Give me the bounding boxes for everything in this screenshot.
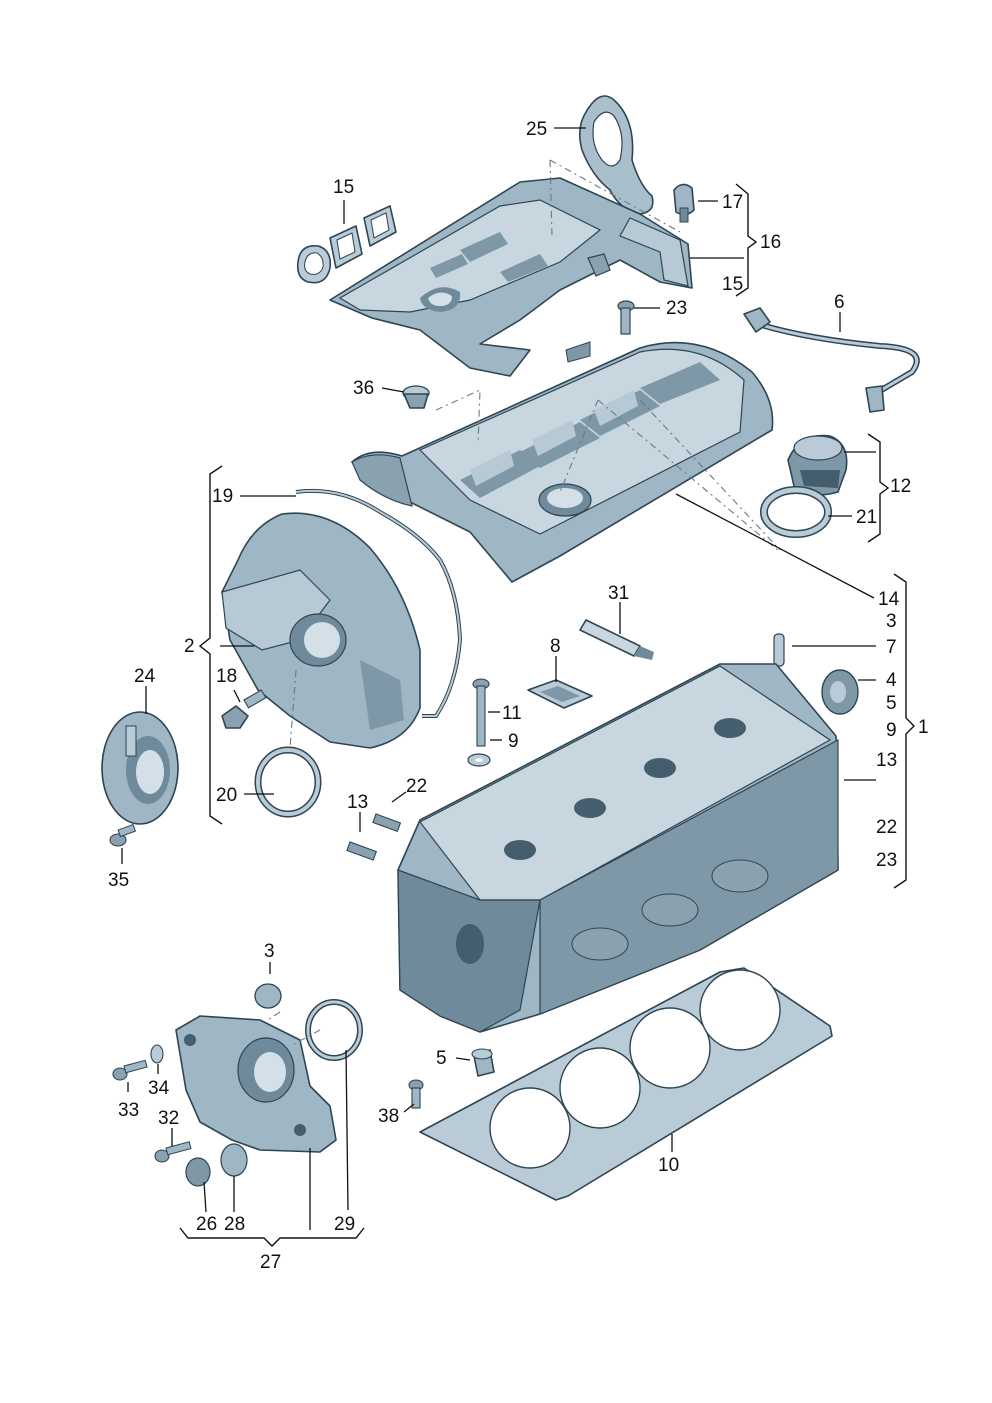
label-15-cover: 15 [722,274,743,295]
label-1: 1 [918,717,929,738]
part-38-bolt [408,1079,424,1109]
part-4-gear [821,669,859,715]
label-29: 29 [334,1214,355,1235]
label-3-lower: 3 [264,941,275,962]
part-31-sealant [579,619,654,660]
part-6-pipe [743,307,920,413]
label-13: 13 [347,792,368,813]
part-11-bolt [472,678,490,747]
part-8-plate [527,679,593,709]
label-27: 27 [260,1252,281,1273]
part-28-cap [220,1143,248,1177]
label-9: 9 [508,731,519,752]
label-10: 10 [658,1155,679,1176]
label-25: 25 [526,119,547,140]
part-labels: 25 15 17 16 15 23 6 36 12 21 19 14 3 31 … [108,119,929,1273]
label-24: 24 [134,666,156,687]
label-35: 35 [108,870,129,891]
label-17: 17 [722,192,743,213]
label-22-right: 22 [876,817,897,838]
label-2: 2 [184,636,195,657]
part-26-cap [185,1157,211,1187]
label-5-lower: 5 [436,1048,447,1069]
label-12: 12 [890,476,911,497]
label-8: 8 [550,636,561,657]
braces [179,183,915,1247]
part-17-cap [673,183,695,223]
part-29-oring [305,999,363,1061]
label-13-right: 13 [876,750,897,771]
part-18-bolt [221,689,267,729]
part-13-stud [346,841,378,861]
label-6: 6 [834,292,845,313]
part-12-oil-cap [787,434,848,496]
label-19: 19 [212,486,233,507]
label-20: 20 [216,785,237,806]
label-15-gaskets: 15 [333,177,354,198]
part-25-gasket [578,95,654,215]
label-22: 22 [406,776,427,797]
part-36-plug [402,385,430,409]
part-24-adjuster [101,711,179,825]
label-28: 28 [224,1214,245,1235]
part-23-bolt [617,300,635,335]
label-38: 38 [378,1106,399,1127]
label-3-right: 3 [886,611,897,632]
part-22-stud [372,813,402,833]
label-4: 4 [886,670,897,691]
part-15-gaskets [296,205,397,284]
part-19-seal [295,488,463,718]
part-27-housing [175,1015,337,1153]
label-34: 34 [148,1078,170,1099]
label-33: 33 [118,1100,139,1121]
leader-lines [121,127,876,1230]
part-1-cylinder-head [397,663,839,1033]
label-5-right: 5 [886,693,897,714]
label-18: 18 [216,666,237,687]
part-9-washer [467,753,491,767]
part-5-cap [471,1048,495,1077]
label-23-right: 23 [876,850,897,871]
label-9-right: 9 [886,720,897,741]
label-23-top: 23 [666,298,687,319]
part-3-plug [254,983,282,1009]
part-20-seal-ring [254,746,322,818]
alignment-lines [267,159,781,1045]
part-16-upper-cover [329,177,693,377]
label-31: 31 [608,583,629,604]
part-14-head-cover [351,341,774,583]
label-21: 21 [856,507,877,528]
label-7: 7 [886,637,897,658]
part-33-bolt [112,1059,148,1081]
part-2-timing-case [221,512,421,749]
part-21-oring [760,486,832,538]
label-26: 26 [196,1214,217,1235]
label-36: 36 [353,378,374,399]
part-32-bolt [154,1141,192,1163]
label-11: 11 [502,703,522,724]
label-16: 16 [760,232,781,253]
part-34-washer [150,1044,164,1064]
part-7-pin [773,633,785,667]
label-32: 32 [158,1108,179,1129]
label-14: 14 [878,589,900,610]
part-35-bolt [109,823,137,847]
part-10-head-gasket [419,967,833,1201]
